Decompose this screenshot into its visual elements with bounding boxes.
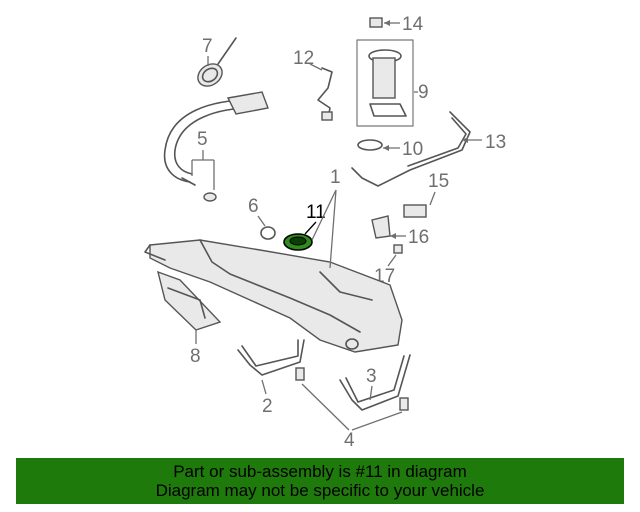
callout-11: 11 <box>306 202 326 223</box>
part-8-shield[interactable] <box>157 270 222 331</box>
callout-6: 6 <box>248 196 259 217</box>
callout-15: 15 <box>428 171 449 192</box>
callout-5: 5 <box>197 129 208 150</box>
part-16-clip[interactable] <box>371 215 391 239</box>
parts-diagram: 7 5 12 9 14 10 13 <box>144 14 506 451</box>
callout-8: 8 <box>190 346 201 367</box>
part-1-fuel-tank[interactable] <box>144 239 403 353</box>
part-10-seal[interactable] <box>357 139 383 151</box>
callout-7: 7 <box>202 36 213 57</box>
callout-1: 1 <box>330 167 341 188</box>
callout-12: 12 <box>293 48 314 69</box>
callout-16: 16 <box>408 227 429 248</box>
part-7-filler-cap[interactable] <box>194 37 237 91</box>
info-banner: Part or sub-assembly is #11 in diagram D… <box>16 458 624 504</box>
part-14-clip[interactable] <box>369 17 383 28</box>
part-6-grommet[interactable] <box>260 226 276 240</box>
part-9-fuel-pump-module[interactable] <box>368 49 407 117</box>
part-13-fuel-line[interactable] <box>351 111 471 187</box>
callout-3: 3 <box>366 366 377 387</box>
part-3-strap[interactable] <box>339 354 411 411</box>
part-17-fitting[interactable] <box>393 244 403 254</box>
part-2-strap[interactable] <box>237 339 305 376</box>
part-4-bolts[interactable] <box>295 367 409 411</box>
part-11-highlighted[interactable] <box>283 233 313 251</box>
part-12-harness[interactable] <box>317 67 333 121</box>
callout-4: 4 <box>344 430 355 451</box>
callout-13: 13 <box>485 132 506 153</box>
callout-14: 14 <box>402 14 424 35</box>
callout-9: 9 <box>418 82 429 103</box>
callout-10: 10 <box>402 139 423 160</box>
callout-2: 2 <box>262 396 273 417</box>
part-15-fuel-filter[interactable] <box>403 204 427 218</box>
banner-line-2: Diagram may not be specific to your vehi… <box>155 481 485 500</box>
banner-line-1: Part or sub-assembly is #11 in diagram <box>173 462 467 481</box>
part-5-filler-pipe[interactable] <box>163 91 269 202</box>
